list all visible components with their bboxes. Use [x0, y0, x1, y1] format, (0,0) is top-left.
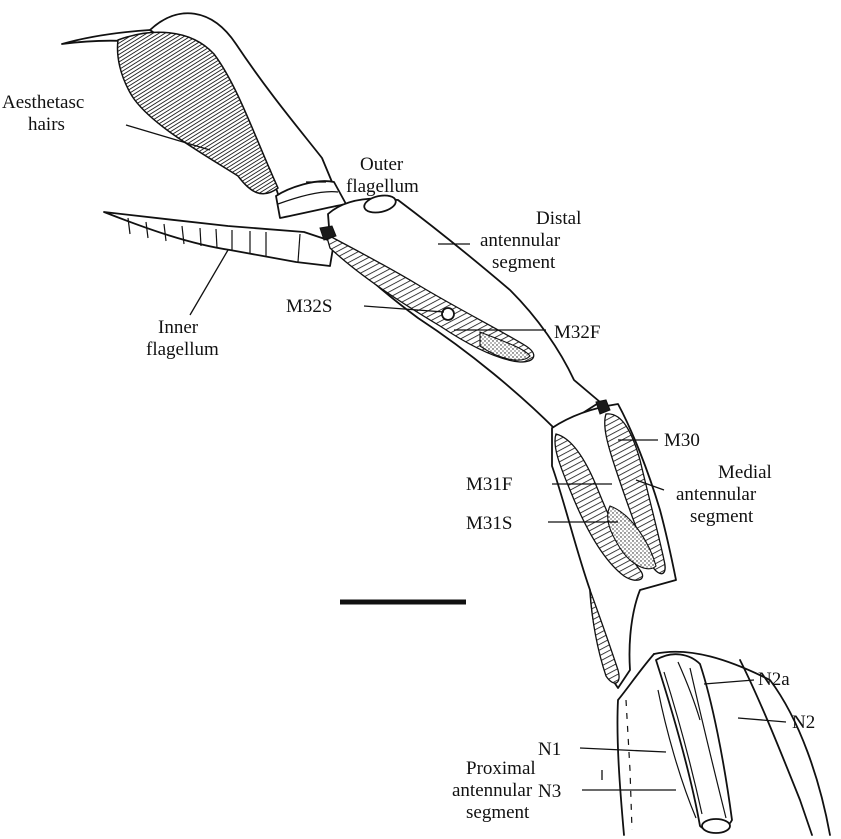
- label-n1: N1: [538, 739, 561, 760]
- label-n3: N3: [538, 781, 561, 802]
- label-m31s: M31S: [466, 513, 512, 534]
- label-m31f: M31F: [466, 474, 512, 495]
- label-n2: N2: [792, 712, 815, 733]
- label-distal-antennular-segment: Distal antennular segment: [480, 208, 586, 273]
- label-n2a: N2a: [758, 669, 790, 690]
- medial-antennular-segment: [552, 400, 676, 688]
- label-m30: M30: [664, 430, 700, 451]
- label-m32f: M32F: [554, 322, 600, 343]
- label-outer-flagellum: Outer flagellum: [346, 154, 419, 197]
- label-m32s: M32S: [286, 296, 332, 317]
- label-inner-flagellum: Inner flagellum: [146, 317, 219, 360]
- label-proximal-antennular-segment: Proximal antennular segment: [452, 758, 540, 823]
- label-medial-antennular-segment: Medial antennular segment: [676, 462, 777, 527]
- inner-flagellum: [104, 212, 334, 266]
- label-aesthetasc-hairs: Aesthetasc hairs: [2, 92, 89, 135]
- proximal-antennular-segment: [617, 652, 830, 835]
